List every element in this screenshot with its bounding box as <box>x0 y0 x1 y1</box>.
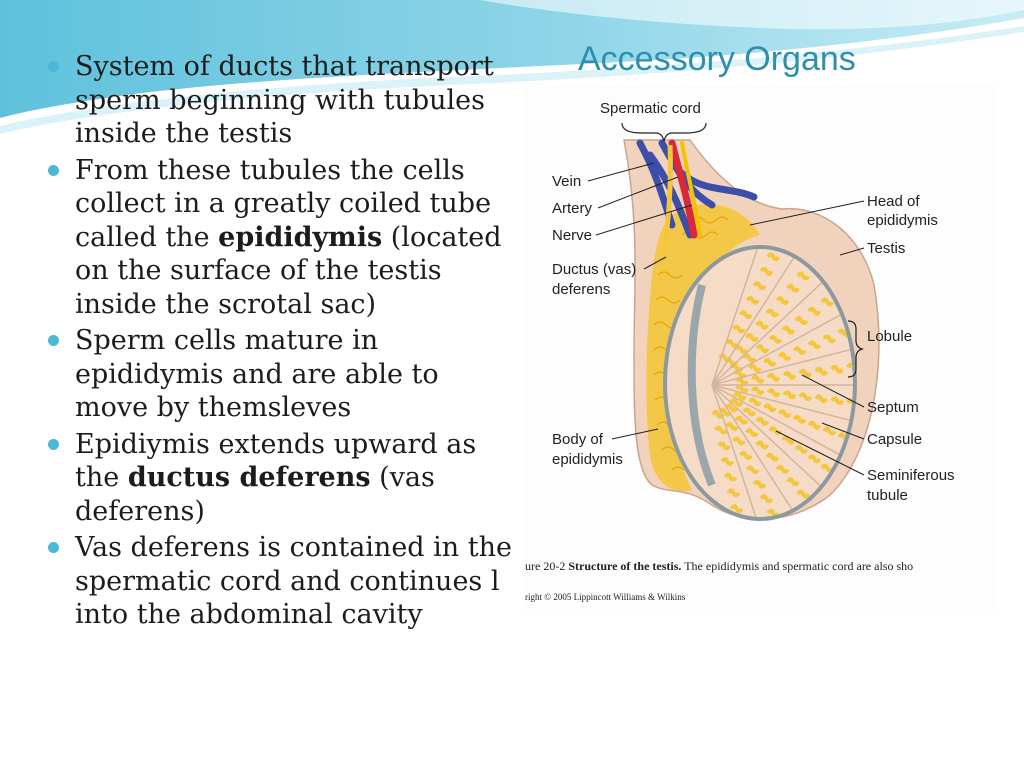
bullet-item: From these tubules the cells collect in … <box>48 154 518 322</box>
bullet-item: System of ducts that transport sperm beg… <box>48 50 518 151</box>
bullet-text: (located on the surface of the testis in… <box>75 221 502 320</box>
testis-diagram: Spermatic cord Vein Artery Nerve Ductus … <box>522 85 998 610</box>
bullet-text: (vas deferens) <box>75 462 435 527</box>
seminiferous-lobules <box>711 249 853 517</box>
artery-vessel <box>668 139 698 239</box>
mediastinum <box>687 284 716 487</box>
bullet-list: System of ducts that transport sperm beg… <box>48 50 518 635</box>
label-body-epididymis-line1: Body of <box>552 431 604 448</box>
label-capsule: Capsule <box>867 431 922 448</box>
bullet-item: Vas deferens is contained in the spermat… <box>48 531 518 632</box>
bullet-dot-icon <box>48 542 59 553</box>
bullet-emphasis: ductus deferens <box>127 462 371 493</box>
figure-copyright: right © 2005 Lippincott Williams & Wilki… <box>525 592 686 602</box>
bullet-dot-icon <box>48 164 59 176</box>
label-seminiferous-line1: Seminiferous <box>867 467 955 484</box>
label-artery: Artery <box>552 200 593 217</box>
bullet-text: From these tubules the cells collect in … <box>75 154 492 253</box>
label-spermatic-cord: Spermatic cord <box>600 100 701 117</box>
bullet-text: System of ducts that transport sperm beg… <box>75 51 494 149</box>
label-testis: Testis <box>867 240 905 257</box>
label-septum: Septum <box>867 399 919 416</box>
label-body-epididymis-line2: epididymis <box>552 451 623 468</box>
bullet-item: Sperm cells mature in epididymis and are… <box>48 324 518 425</box>
label-lobule: Lobule <box>867 328 912 345</box>
label-head-epididymis-line2: epididymis <box>867 212 938 229</box>
bullet-dot-icon <box>48 438 59 450</box>
bullet-emphasis: epididymis <box>218 221 383 253</box>
bullet-dot-icon <box>48 61 59 72</box>
bullet-text: Sperm cells mature in epididymis and are… <box>75 325 439 423</box>
label-ductus-line1: Ductus (vas) <box>552 261 636 278</box>
bullet-item: Epidiymis extends upward as the ductus d… <box>48 428 518 529</box>
label-ductus-line2: deferens <box>552 281 610 298</box>
nerve-vessel <box>680 141 702 237</box>
slide-title: Accessory Organs <box>578 40 856 78</box>
label-vein: Vein <box>552 173 581 190</box>
label-seminiferous-line2: tubule <box>867 487 908 504</box>
bullet-text: Epidiymis extends upward as the <box>75 428 477 494</box>
figure-caption: ure 20-2 Structure of the testis. The ep… <box>525 559 913 573</box>
bullet-text: Vas deferens is contained in the spermat… <box>75 532 512 630</box>
bullet-dot-icon <box>48 335 59 346</box>
label-head-epididymis-line1: Head of <box>867 193 920 210</box>
label-nerve: Nerve <box>552 227 592 244</box>
